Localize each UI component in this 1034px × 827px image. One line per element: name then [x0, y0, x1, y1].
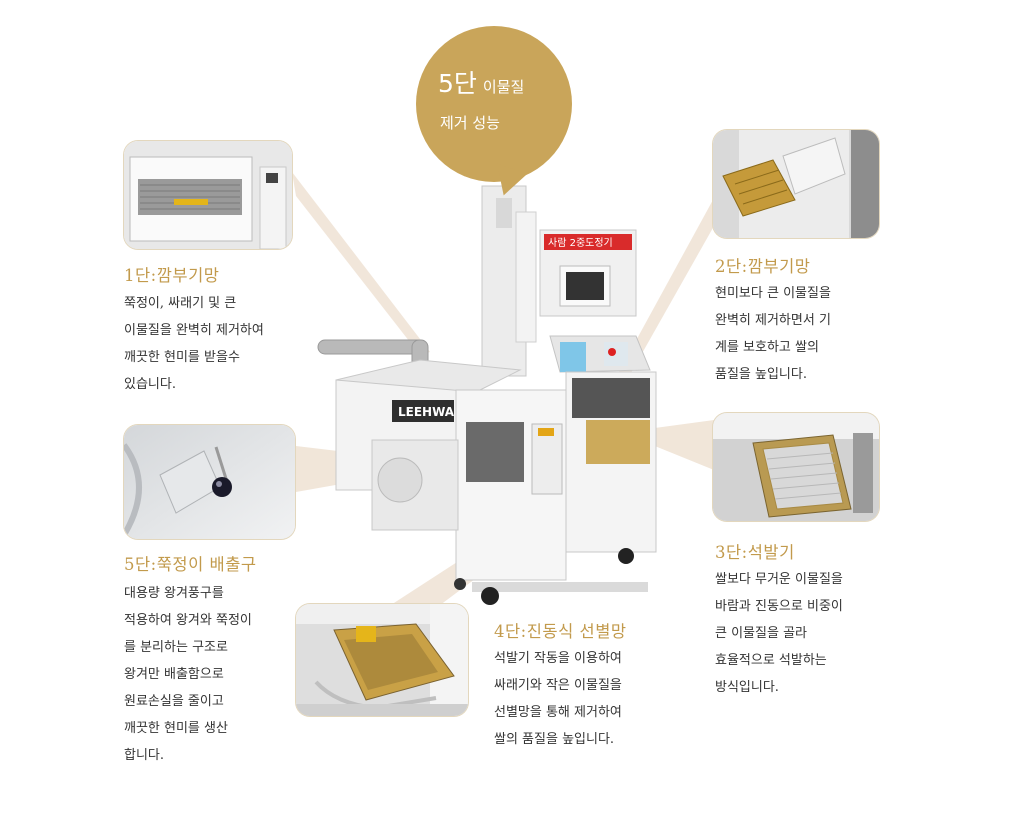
- badge-big-text: 5단: [438, 69, 477, 98]
- stage3-description: 쌀보다 무거운 이물질을 바람과 진동으로 비중이 큰 이물질을 골라 효율적으…: [715, 566, 843, 701]
- svg-text:사람 2중도정기: 사람 2중도정기: [548, 236, 613, 249]
- stage5-line: 를 분리하는 구조로: [124, 640, 228, 655]
- stage1-description: 쭉정이, 싸래기 및 큰 이물질을 완벽히 제거하여 깨끗한 현미를 받을수 있…: [124, 290, 264, 398]
- badge-subtitle: 제거 성능: [440, 114, 500, 132]
- stage1-line: 있습니다.: [124, 377, 176, 392]
- stage3-line: 방식입니다.: [715, 680, 779, 695]
- stage2-line: 계를 보호하고 쌀의: [715, 340, 819, 355]
- stage4-line: 선별망을 통해 제거하여: [494, 705, 622, 720]
- stage5-description: 대용량 왕겨풍구를 적용하여 왕겨와 쭉정이 를 분리하는 구조로 왕겨만 배출…: [124, 580, 252, 769]
- stage2-line: 품질을 높입니다.: [715, 367, 807, 382]
- stage4-line: 쌀의 품질을 높입니다.: [494, 732, 615, 747]
- stage5-line: 합니다.: [124, 748, 165, 763]
- brand-logo: LEEHWA: [398, 405, 455, 419]
- badge-title-line: 5단 이물질: [438, 64, 524, 100]
- rice-huller-machine: 사람 2중도정기 LEEHWA: [317, 185, 657, 605]
- stage4-description: 석발기 작동을 이용하여 싸래기와 작은 이물질을 선별망을 통해 제거하여 쌀…: [494, 645, 622, 753]
- stage3-line: 효율적으로 석발하는: [715, 653, 827, 668]
- stage1-screen-image: [124, 141, 292, 249]
- stage4-line: 석발기 작동을 이용하여: [494, 651, 622, 666]
- stage4-sieve-image: [296, 604, 468, 716]
- photo-stage3-stoner: [713, 413, 879, 521]
- stage1-line: 이물질을 완벽히 제거하여: [124, 323, 264, 338]
- badge-small-text: 이물질: [482, 78, 525, 96]
- stage5-outlet-image: [124, 425, 295, 539]
- stage3-title: 3단:석발기: [715, 543, 795, 562]
- photo-stage2-screen: [713, 130, 879, 238]
- stage5-line: 깨끗한 현미를 생산: [124, 721, 228, 736]
- stage5-line: 적용하여 왕겨와 쭉정이: [124, 613, 252, 628]
- stage3-line: 쌀보다 무거운 이물질을: [715, 572, 843, 587]
- stage1-line: 쭉정이, 싸래기 및 큰: [124, 296, 237, 311]
- stage5-line: 원료손실을 줄이고: [124, 694, 224, 709]
- stage2-screen-image: [713, 130, 879, 238]
- stage2-line: 완벽히 제거하면서 기: [715, 313, 831, 328]
- stage4-title: 4단:진동식 선별망: [494, 622, 627, 641]
- stage1-line: 깨끗한 현미를 받을수: [124, 350, 240, 365]
- stage3-line: 큰 이물질을 골라: [715, 626, 807, 641]
- stage5-title: 5단:쭉정이 배출구: [124, 555, 257, 574]
- stage1-title: 1단:깜부기망: [124, 266, 220, 285]
- stage3-stoner-image: [713, 413, 879, 521]
- stage5-line: 대용량 왕겨풍구를: [124, 586, 224, 601]
- stage2-line: 현미보다 큰 이물질을: [715, 286, 831, 301]
- stage5-line: 왕겨만 배출함으로: [124, 667, 224, 682]
- photo-stage5-outlet: [124, 425, 295, 539]
- stage3-line: 바람과 진동으로 비중이: [715, 599, 843, 614]
- photo-stage1-screen: [124, 141, 292, 249]
- stage2-description: 현미보다 큰 이물질을 완벽히 제거하면서 기 계를 보호하고 쌀의 품질을 높…: [715, 280, 831, 388]
- stage2-title: 2단:깜부기망: [715, 257, 811, 276]
- stage4-line: 싸래기와 작은 이물질을: [494, 678, 622, 693]
- five-stage-badge: 5단 이물질 제거 성능: [416, 26, 572, 182]
- photo-stage4-sieve: [296, 604, 468, 716]
